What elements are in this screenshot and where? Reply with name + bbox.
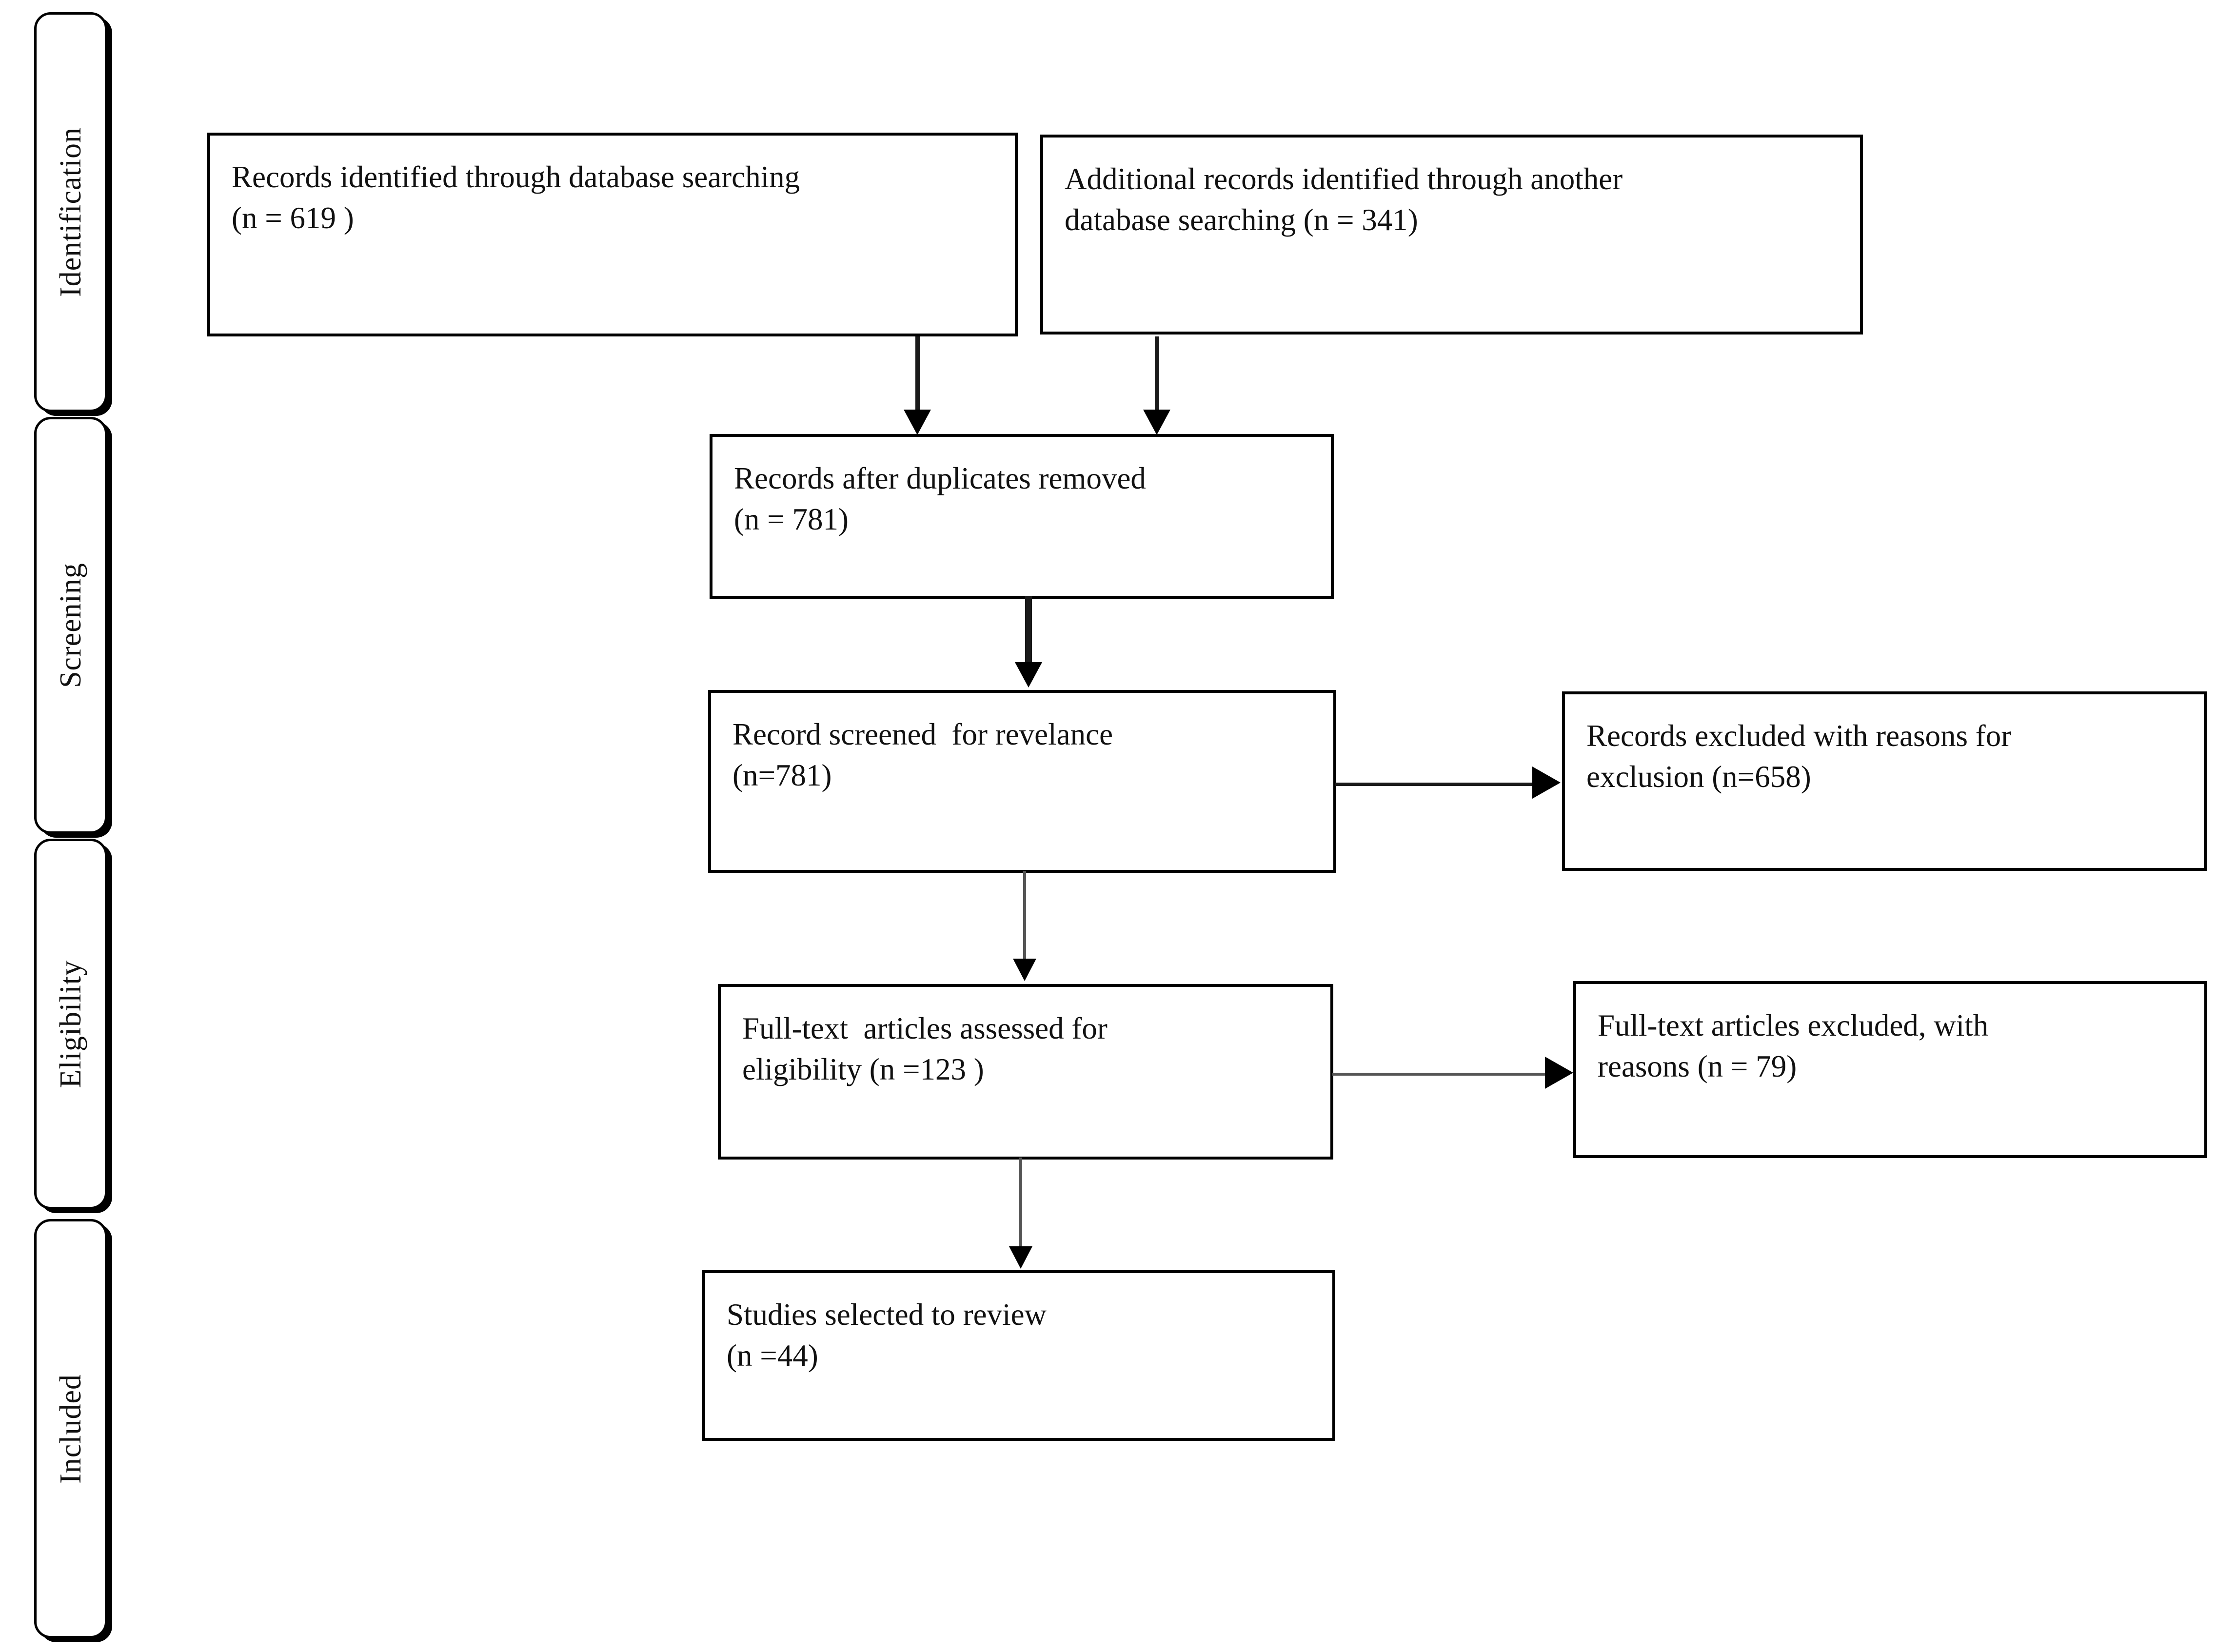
box-records-identified-database: Records identified through database sear… xyxy=(207,133,1018,336)
box-records-excluded-with-reasons: Records excluded with reasons for exclus… xyxy=(1562,691,2207,871)
box-text-studies-selected-to-review: Studies selected to review (n =44) xyxy=(727,1298,1047,1373)
box-text-records-screened-for-relevance: Record screened for revelance (n=781) xyxy=(732,717,1113,792)
box-text-full-text-assessed-eligibility: Full-text articles assessed for eligibil… xyxy=(742,1011,1108,1086)
stage-pill-identification: Identification xyxy=(34,12,107,412)
box-records-after-duplicates-removed: Records after duplicates removed (n = 78… xyxy=(710,434,1334,599)
stage-pill-eligibility: Eligibility xyxy=(34,839,107,1209)
box-additional-records-another-database: Additional records identified through an… xyxy=(1040,135,1863,334)
box-text-records-excluded-with-reasons: Records excluded with reasons for exclus… xyxy=(1586,719,2012,794)
box-full-text-assessed-eligibility: Full-text articles assessed for eligibil… xyxy=(718,984,1333,1160)
box-text-additional-records-another-database: Additional records identified through an… xyxy=(1065,162,1623,237)
stage-pill-included: Included xyxy=(34,1219,107,1638)
stage-label-eligibility: Eligibility xyxy=(54,960,87,1088)
box-studies-selected-to-review: Studies selected to review (n =44) xyxy=(702,1270,1335,1441)
box-full-text-excluded-with-reasons: Full-text articles excluded, with reason… xyxy=(1573,981,2207,1158)
box-text-records-identified-database: Records identified through database sear… xyxy=(232,160,800,235)
stage-pill-screening: Screening xyxy=(34,417,107,834)
stage-label-identification: Identification xyxy=(54,127,87,297)
stage-label-screening: Screening xyxy=(54,563,87,688)
box-text-full-text-excluded-with-reasons: Full-text articles excluded, with reason… xyxy=(1598,1008,1989,1083)
box-records-screened-for-relevance: Record screened for revelance (n=781) xyxy=(708,690,1336,873)
stage-label-included: Included xyxy=(54,1374,87,1484)
box-text-records-after-duplicates-removed: Records after duplicates removed (n = 78… xyxy=(734,461,1146,536)
